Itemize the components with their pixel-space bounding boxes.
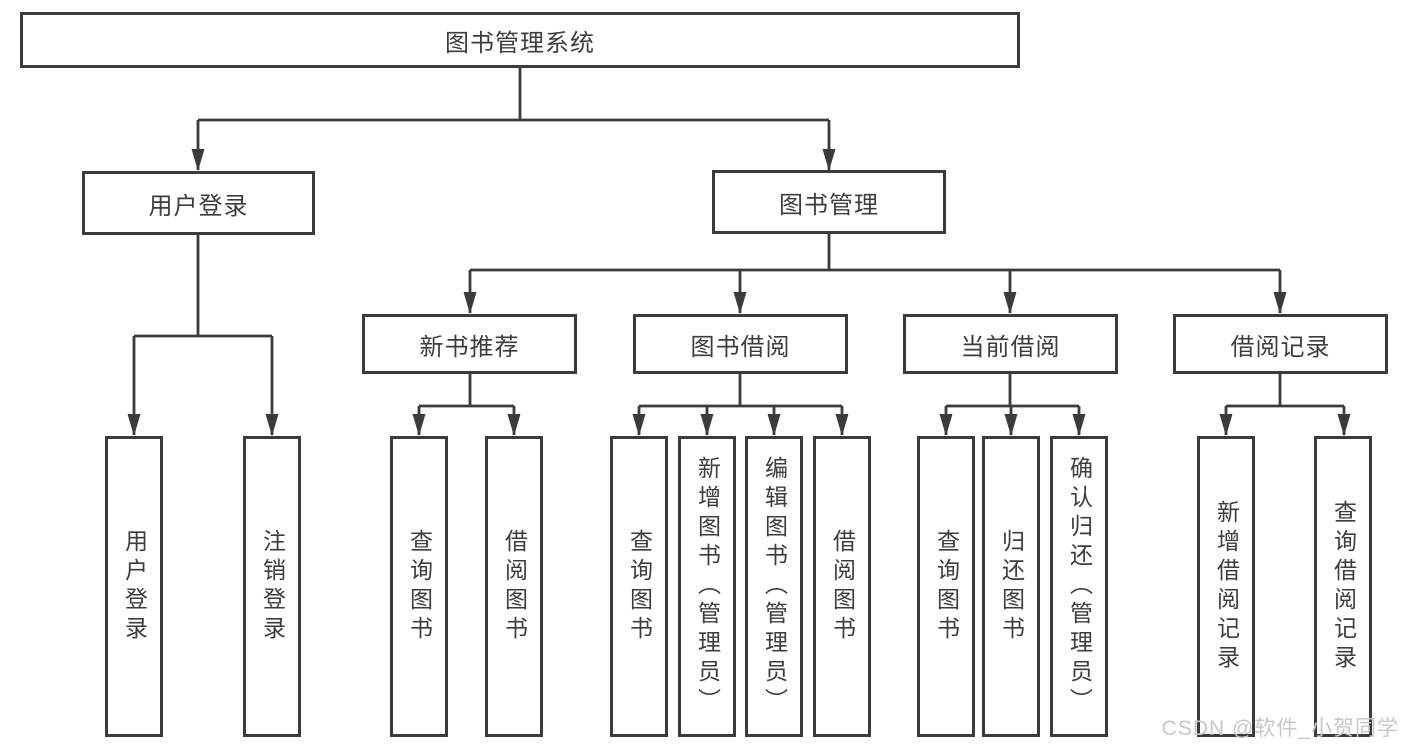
leaf-edit-books-admin: 编辑图书（管理员） bbox=[745, 436, 803, 737]
leaf-return-books: 归还图书 bbox=[982, 436, 1040, 737]
node-new-book-recommend: 新书推荐 bbox=[362, 314, 577, 374]
leaf-label: 注销登录 bbox=[259, 528, 286, 645]
leaf-label: 查询图书 bbox=[626, 528, 653, 645]
csdn-watermark: CSDN @软件_小贺同学 bbox=[1161, 717, 1399, 740]
leaf-label: 确认归还（管理员） bbox=[1066, 456, 1093, 717]
leaf-label: 借阅图书 bbox=[829, 528, 856, 645]
node-current-borrowing: 当前借阅 bbox=[903, 314, 1118, 374]
leaf-query-books-current: 查询图书 bbox=[917, 436, 975, 737]
leaf-logout: 注销登录 bbox=[243, 436, 301, 737]
leaf-user-login: 用户登录 bbox=[105, 436, 163, 737]
leaf-add-borrow-record: 新增借阅记录 bbox=[1197, 436, 1255, 737]
leaf-label: 用户登录 bbox=[121, 528, 148, 645]
node-book-borrowing: 图书借阅 bbox=[633, 314, 848, 374]
leaf-label: 新增图书（管理员） bbox=[694, 456, 721, 717]
leaf-add-books-admin: 新增图书（管理员） bbox=[678, 436, 736, 737]
node-book-management: 图书管理 bbox=[712, 170, 946, 234]
node-user-login: 用户登录 bbox=[82, 171, 315, 235]
leaf-label: 借阅图书 bbox=[501, 528, 528, 645]
leaf-label: 查询图书 bbox=[933, 528, 960, 645]
leaf-query-books-newbooks: 查询图书 bbox=[390, 436, 448, 737]
leaf-borrow-books-newbooks: 借阅图书 bbox=[485, 436, 543, 737]
leaf-label: 查询图书 bbox=[406, 528, 433, 645]
leaf-query-borrow-record: 查询借阅记录 bbox=[1314, 436, 1372, 737]
node-borrowing-records: 借阅记录 bbox=[1173, 314, 1388, 374]
node-library-system: 图书管理系统 bbox=[20, 12, 1020, 68]
leaf-label: 编辑图书（管理员） bbox=[761, 456, 788, 717]
leaf-confirm-return-admin: 确认归还（管理员） bbox=[1050, 436, 1108, 737]
leaf-label: 归还图书 bbox=[998, 528, 1025, 645]
leaf-label: 新增借阅记录 bbox=[1213, 499, 1240, 674]
leaf-borrow-books: 借阅图书 bbox=[813, 436, 871, 737]
leaf-label: 查询借阅记录 bbox=[1330, 499, 1357, 674]
leaf-query-books-borrow: 查询图书 bbox=[610, 436, 668, 737]
